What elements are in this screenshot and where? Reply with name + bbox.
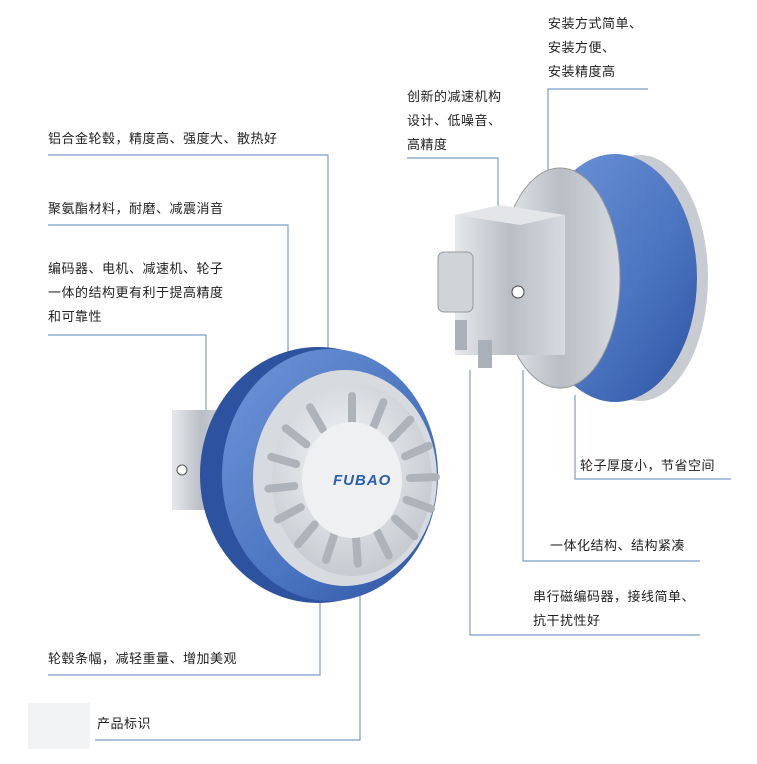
callout-line: 抗干扰性好 — [533, 614, 601, 629]
callout-line: 高精度 — [407, 138, 448, 153]
callout-line: 设计、低噪音、 — [407, 114, 502, 129]
wheel-front-view — [172, 347, 440, 603]
callout-reducer: 创新的减速机构 设计、低噪音、 高精度 — [407, 86, 502, 158]
callout-line: 创新的减速机构 — [407, 90, 502, 105]
callout-line: 安装精度高 — [548, 65, 616, 80]
wheel-rear-view — [437, 154, 708, 402]
hub-spokes — [264, 392, 440, 568]
callout-line: 编码器、电机、减速机、轮子 — [48, 262, 224, 277]
callout-lines — [48, 88, 731, 741]
callout-compact: 一体化结构、结构紧凑 — [550, 539, 686, 554]
callout-line: 和可靠性 — [48, 310, 103, 325]
callout-label: 产品标识 — [97, 717, 152, 732]
callout-line: 串行磁编码器，接线简单、 — [533, 590, 696, 605]
callout-line: 安装方便、 — [548, 41, 616, 56]
callout-line: 安装方式简单、 — [548, 17, 643, 32]
callout-encoder: 串行磁编码器，接线简单、 抗干扰性好 — [533, 586, 695, 634]
callout-polyurethane: 聚氨酯材料，耐磨、减震消音 — [48, 202, 224, 217]
label-placeholder — [28, 703, 90, 749]
callout-line: 一体的结构更有利于提高精度 — [48, 286, 224, 301]
callout-thin: 轮子厚度小，节省空间 — [580, 459, 716, 474]
brand-logo: FUBAO — [333, 472, 392, 489]
callout-spokes: 轮毂条幅，减轻重量、增加美观 — [48, 652, 238, 667]
callout-hub: 铝合金轮毂，精度高、强度大、散热好 — [48, 132, 278, 147]
callout-integrated: 编码器、电机、减速机、轮子 一体的结构更有利于提高精度 和可靠性 — [48, 258, 224, 330]
callout-install: 安装方式简单、 安装方便、 安装精度高 — [548, 13, 643, 85]
